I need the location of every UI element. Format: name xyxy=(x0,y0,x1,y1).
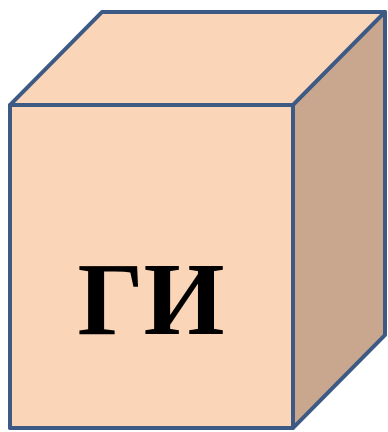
cube-label: ГИ xyxy=(77,242,224,357)
